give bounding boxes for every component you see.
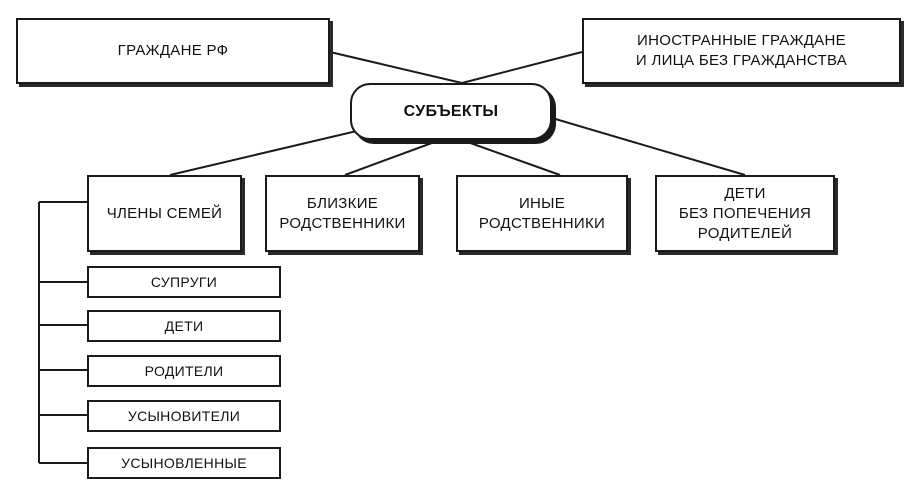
box-children: ДЕТИ	[87, 310, 281, 342]
box-other-relatives: ИНЫЕ РОДСТВЕННИКИ	[456, 175, 628, 252]
connector-top-left	[329, 51, 463, 84]
label-foreign-citizens: ИНОСТРАННЫЕ ГРАЖДАНЕ И ЛИЦА БЕЗ ГРАЖДАНС…	[635, 32, 848, 69]
label-adoptive-parents: УСЫНОВИТЕЛИ	[127, 408, 241, 424]
box-children-without-care: ДЕТИ БЕЗ ПОПЕЧЕНИЯ РОДИТЕЛЕЙ	[655, 175, 835, 252]
box-subjects: СУБЪЕКТЫ	[350, 83, 552, 140]
label-parents: РОДИТЕЛИ	[144, 363, 224, 379]
label-close-relatives: БЛИЗКИЕ РОДСТВЕННИКИ	[279, 194, 406, 232]
label-spouses: СУПРУГИ	[150, 274, 218, 290]
connector-top-right	[461, 51, 583, 84]
label-subjects: СУБЪЕКТЫ	[403, 102, 499, 120]
label-family-members: ЧЛЕНЫ СЕМЕЙ	[106, 204, 223, 222]
box-spouses: СУПРУГИ	[87, 266, 281, 298]
label-children: ДЕТИ	[164, 318, 204, 334]
box-russian-citizens: ГРАЖДАНЕ РФ	[16, 18, 330, 84]
label-adopted-children: УСЫНОВЛЕННЫЕ	[121, 455, 247, 471]
label-children-without-care: ДЕТИ БЕЗ ПОПЕЧЕНИЯ РОДИТЕЛЕЙ	[678, 184, 812, 242]
label-russian-citizens: ГРАЖДАНЕ РФ	[117, 42, 229, 59]
box-close-relatives: БЛИЗКИЕ РОДСТВЕННИКИ	[265, 175, 420, 252]
label-other-relatives: ИНЫЕ РОДСТВЕННИКИ	[478, 194, 606, 232]
box-adoptive-parents: УСЫНОВИТЕЛИ	[87, 400, 281, 432]
box-family-members: ЧЛЕНЫ СЕМЕЙ	[87, 175, 242, 252]
box-parents: РОДИТЕЛИ	[87, 355, 281, 387]
connector-children	[551, 117, 746, 176]
box-adopted-children: УСЫНОВЛЕННЫЕ	[87, 447, 281, 479]
connector-close	[344, 139, 441, 176]
box-foreign-citizens: ИНОСТРАННЫЕ ГРАЖДАНЕ И ЛИЦА БЕЗ ГРАЖДАНС…	[582, 18, 901, 84]
connector-other	[461, 139, 561, 176]
